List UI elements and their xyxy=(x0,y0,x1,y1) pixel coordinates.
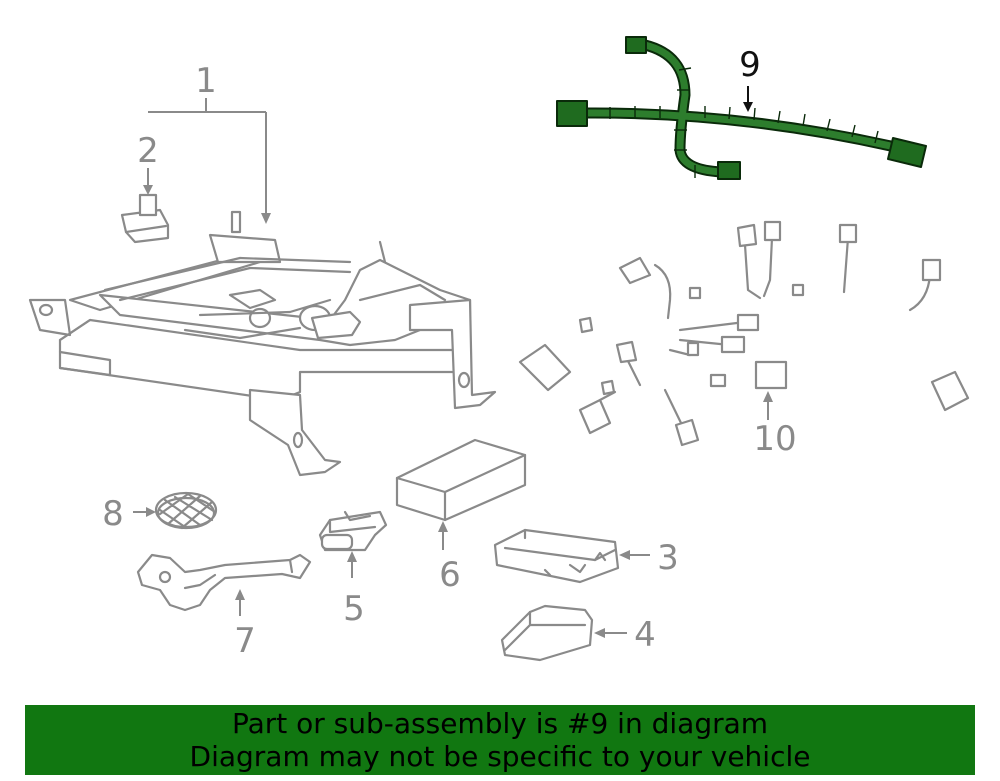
callout-5: 5 xyxy=(343,589,365,629)
callout-3: 3 xyxy=(657,538,679,578)
part-9-wiring-harness[interactable] xyxy=(556,36,927,180)
harness-connector-left xyxy=(556,100,588,127)
notice-banner: Part or sub-assembly is #9 in diagram Di… xyxy=(25,705,975,775)
part-7-cable[interactable] xyxy=(136,553,312,612)
part-6-module[interactable] xyxy=(395,438,527,522)
part-3-control-module[interactable] xyxy=(493,528,620,584)
harness-connector-right xyxy=(887,137,927,168)
harness-connector-bottom xyxy=(717,161,741,180)
callout-9: 9 xyxy=(739,45,761,85)
part-4-cover[interactable] xyxy=(500,604,594,662)
callout-leaders xyxy=(133,86,773,638)
banner-line-1: Part or sub-assembly is #9 in diagram xyxy=(231,707,769,740)
harness-connector-top xyxy=(625,36,647,54)
callout-1: 1 xyxy=(195,61,217,101)
callout-6: 6 xyxy=(439,555,461,595)
part-1-seat-adjuster[interactable] xyxy=(28,210,497,477)
callout-4: 4 xyxy=(634,615,656,655)
banner-line-2: Diagram may not be specific to your vehi… xyxy=(189,740,811,773)
part-8-grommet[interactable] xyxy=(154,491,218,530)
part-2-clip[interactable] xyxy=(120,193,170,244)
parts-diagram: 1 2 9 10 6 3 4 5 7 8 xyxy=(28,36,970,662)
callout-10: 10 xyxy=(753,419,796,459)
part-10-seat-harness[interactable] xyxy=(518,220,970,447)
part-5-connector[interactable] xyxy=(318,510,388,552)
callout-8: 8 xyxy=(102,494,124,534)
harness-wrap-ticks xyxy=(609,67,879,178)
callout-7: 7 xyxy=(234,621,256,661)
callout-2: 2 xyxy=(137,131,159,171)
